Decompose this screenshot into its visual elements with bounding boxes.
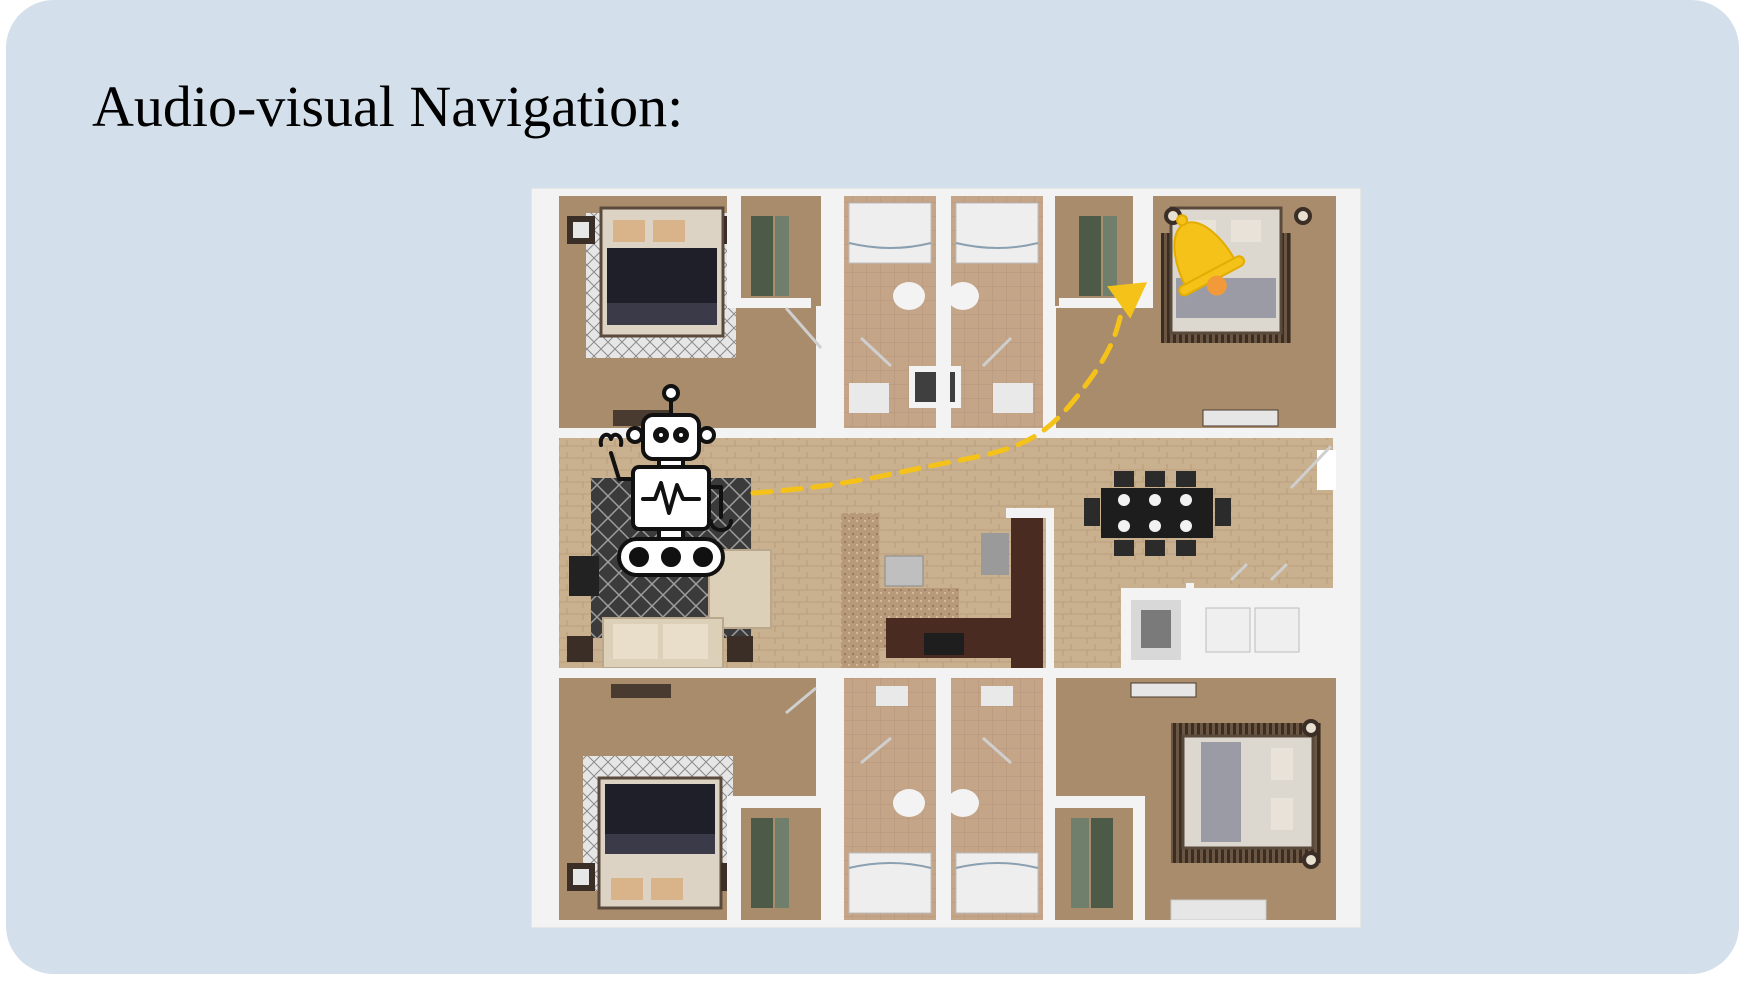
floor-plan-figure [531,188,1361,928]
kitchen-island [841,513,879,673]
floor-plan-svg [531,188,1361,928]
slide-card: Audio-visual Navigation: [6,0,1739,974]
slide-title: Audio-visual Navigation: [92,78,683,136]
